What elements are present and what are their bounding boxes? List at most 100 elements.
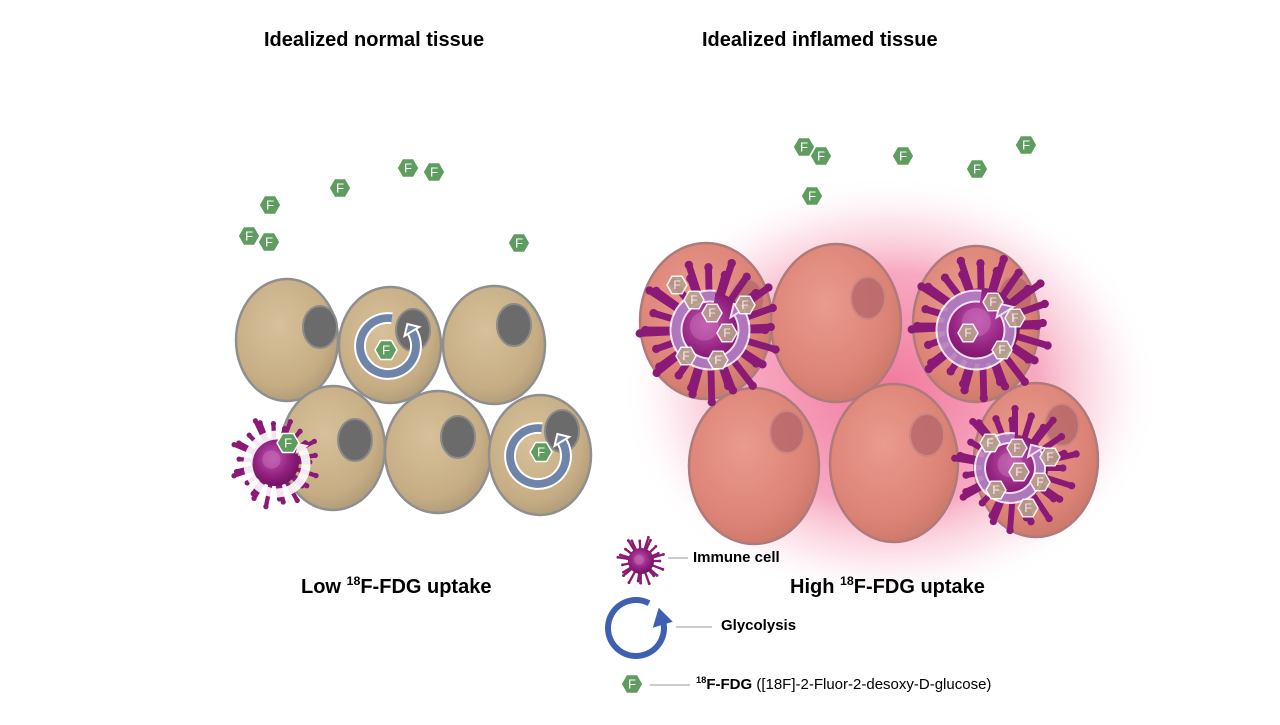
- fdg-free-normal-4: F: [423, 163, 445, 182]
- immune-spike-tip: [1028, 412, 1035, 419]
- fdg-free-normal-7: F: [508, 234, 530, 253]
- immune-spike-tip: [649, 539, 652, 542]
- fdg-free-inflamed-2: F: [810, 147, 832, 166]
- immune-spike-tip: [947, 367, 955, 375]
- immune-spike-tip: [1014, 269, 1022, 277]
- immune-spike-tip: [295, 498, 300, 503]
- fdg-in-inflamed-18: F: [1030, 473, 1050, 490]
- immune-spike-tip: [661, 568, 664, 571]
- heading-normal-tissue: Idealized normal tissue: [264, 29, 484, 52]
- cell-membrane: [385, 391, 491, 513]
- immune-spike-tip: [297, 429, 302, 434]
- fdg-letter: F: [708, 306, 715, 320]
- immune-spike-tip: [658, 560, 661, 563]
- fdg-letter: F: [973, 162, 981, 177]
- cell-nucleus: [851, 277, 885, 319]
- immune-spike-tip: [624, 548, 627, 551]
- fdg-in-inflamed-12: F: [980, 434, 1000, 451]
- fdg-letter: F: [817, 149, 825, 164]
- fdg-letter: F: [1022, 138, 1030, 153]
- immune-spike-tip: [1041, 300, 1049, 308]
- cell-nucleus: [338, 419, 372, 461]
- immune-spike-tip: [619, 554, 622, 557]
- immune-spike-tip: [1059, 464, 1066, 471]
- fdg-in-inflamed-9: F: [958, 324, 978, 341]
- immune-spike-tip: [251, 491, 256, 496]
- fdg-letter: F: [1024, 501, 1031, 515]
- immune-spike-tip: [654, 545, 657, 548]
- fdg-free-inflamed-3: F: [892, 147, 914, 166]
- legend-fdg-icon: F: [621, 675, 643, 694]
- fdg-letter: F: [336, 181, 344, 196]
- cell-nucleus: [770, 411, 804, 453]
- fdg-free-inflamed-5: F: [1015, 136, 1037, 155]
- immune-spike-tip: [685, 261, 693, 269]
- fdg-in-immune-normal: F: [277, 434, 299, 453]
- immune-spike-tip: [728, 259, 736, 267]
- immune-spike-tip: [271, 421, 276, 426]
- immune-spike-tip: [655, 363, 663, 371]
- immune-spike-tip: [1021, 378, 1029, 386]
- immune-spike-tip: [1049, 417, 1056, 424]
- immune-spike-tip: [962, 488, 969, 495]
- immune-spike-tip: [927, 359, 935, 367]
- immune-spike-tip: [1024, 355, 1032, 363]
- fdg-in-inflamed-4: F: [735, 296, 755, 313]
- legend-glycolysis-arrow-head: [653, 608, 673, 628]
- immune-spike-tip: [675, 371, 683, 379]
- immune-cell-nucleus: [634, 555, 644, 565]
- immune-spike-tip: [652, 574, 655, 577]
- immune-spike-tip: [988, 512, 995, 519]
- immune-spike-tip: [656, 574, 659, 577]
- fdg-letter: F: [284, 436, 292, 451]
- fdg-free-inflamed-4: F: [966, 160, 988, 179]
- fdg-letter: F: [1046, 450, 1053, 464]
- fdg-letter: F: [992, 483, 999, 497]
- inflamed-cell-2: [771, 244, 901, 402]
- immune-spike-tip: [627, 539, 630, 542]
- heading-inflamed-tissue: Idealized inflamed tissue: [702, 29, 938, 52]
- immune-spike-tip: [621, 563, 624, 566]
- fdg-letter: F: [899, 149, 907, 164]
- fdg-in-inflamed-7: F: [708, 351, 728, 368]
- immune-spike-tip: [628, 581, 631, 584]
- fdg-free-normal-2: F: [329, 179, 351, 198]
- immune-spike-tip: [769, 304, 777, 312]
- fdg-free-normal-3: F: [397, 159, 419, 178]
- fdg-letter: F: [1015, 465, 1022, 479]
- cell-membrane: [830, 384, 958, 542]
- fdg-in-inflamed-3: F: [702, 304, 722, 321]
- fdg-letter: F: [537, 445, 545, 460]
- fdg-letter: F: [800, 140, 808, 155]
- immune-spike-tip: [652, 287, 660, 295]
- caption-high-suffix: F-FDG uptake: [854, 576, 985, 598]
- immune-spike-tip: [1045, 515, 1052, 522]
- fdg-letter: F: [1011, 311, 1018, 325]
- immune-spike-tip: [638, 539, 641, 542]
- immune-spike-tip: [1006, 527, 1013, 534]
- fdg-free-normal-5: F: [238, 227, 260, 246]
- caption-low-isotope: 18: [347, 574, 361, 588]
- fdg-letter: F: [723, 326, 730, 340]
- caption-high-uptake: High 18F-FDG uptake: [790, 576, 985, 599]
- immune-spike-tip: [637, 580, 640, 583]
- immune-spike-tip: [236, 440, 241, 445]
- immune-spike-tip: [647, 536, 650, 539]
- immune-spike-tip: [704, 263, 712, 271]
- cell-nucleus: [441, 416, 475, 458]
- fdg-letter: F: [998, 343, 1005, 357]
- fdg-letter: F: [690, 293, 697, 307]
- immune-spike-tip: [649, 309, 657, 317]
- immune-spike-tip: [749, 382, 757, 390]
- immune-spike: [629, 571, 636, 583]
- cell-nucleus: [910, 414, 944, 456]
- fdg-letter: F: [1036, 475, 1043, 489]
- immune-spike-tip: [771, 345, 779, 353]
- fdg-letter: F: [741, 298, 748, 312]
- immune-cell-nucleus: [262, 450, 280, 468]
- legend-fdg-label: 18F-FDG ([18F]-2-Fluor-2-desoxy-D-glucos…: [696, 676, 991, 693]
- fdg-in-inflamed-2: F: [684, 291, 704, 308]
- immune-spike-tip: [247, 433, 252, 438]
- immune-spike-tip: [231, 442, 236, 447]
- cell-nucleus: [303, 306, 337, 348]
